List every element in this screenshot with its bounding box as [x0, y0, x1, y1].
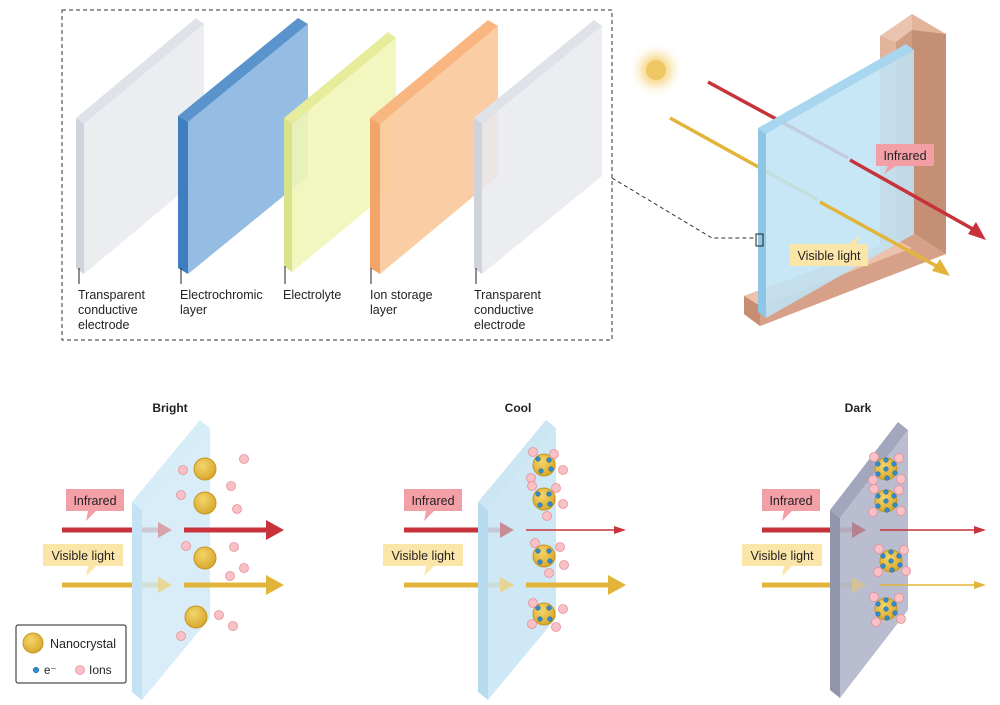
bright-glass — [142, 428, 210, 700]
dark-visible-tag: Visible light — [742, 544, 822, 576]
bright-visible-tag: Visible light — [43, 544, 123, 576]
cool-electrons — [535, 456, 554, 622]
layer-label-electrode-1: Transparent conductive electrode — [78, 288, 148, 332]
state-dark: Dark — [742, 401, 986, 698]
layer-stack-dashed-box — [61, 9, 613, 341]
bright-nanocrystals — [184, 457, 217, 629]
layer-electrolyte — [284, 32, 396, 272]
bright-ions — [176, 454, 249, 641]
window-infrared-arrow-out — [849, 158, 979, 234]
dark-ions — [868, 452, 911, 627]
zoom-inset-marker — [755, 233, 764, 247]
dark-infrared-tag: Infrared — [762, 489, 820, 521]
svg-text:Infrared: Infrared — [769, 494, 812, 508]
layer-leader-lines — [78, 266, 477, 284]
zoom-connector-line — [611, 177, 756, 239]
state-title: Bright — [152, 401, 187, 415]
cool-infrared-tag: Infrared — [404, 489, 462, 521]
svg-text:Infrared: Infrared — [73, 494, 116, 508]
layer-label-electrolyte: Electrolyte — [283, 288, 341, 302]
svg-text:Visible light: Visible light — [750, 549, 814, 563]
layer-electrode-2 — [474, 20, 602, 274]
window-visible-tag: Visible light — [790, 236, 868, 266]
window-infrared-tag: Infrared — [876, 144, 934, 174]
state-title: Dark — [845, 401, 872, 415]
sun-core — [646, 60, 666, 80]
window-illustration: Infrared Visible light — [628, 14, 986, 326]
electron-icon — [32, 666, 40, 674]
layer-label-ion-storage: Ion storage layer — [370, 288, 436, 317]
layer-electrode-1 — [76, 18, 204, 274]
layer-ion-storage — [370, 20, 498, 274]
cool-visible-tag: Visible light — [383, 544, 463, 576]
bright-infrared-tag: Infrared — [66, 489, 124, 521]
state-cool: Cool — [383, 401, 626, 700]
layer-label-electrode-2: Transparent conductive electrode — [474, 288, 544, 332]
svg-text:Infrared: Infrared — [411, 494, 454, 508]
state-bright: Bright — [43, 401, 284, 700]
ion-icon — [75, 665, 85, 675]
svg-text:Visible light: Visible light — [797, 249, 861, 263]
legend-nanocrystal-label: Nanocrystal — [50, 637, 116, 651]
state-title: Cool — [505, 401, 532, 415]
svg-text:Visible light: Visible light — [51, 549, 115, 563]
layer-stack-panel: Transparent conductive electrode Electro… — [61, 9, 756, 341]
window-visible-arrow-out — [819, 200, 941, 270]
svg-text:Infrared: Infrared — [883, 149, 926, 163]
cool-ions — [526, 447, 569, 632]
dark-electrons — [875, 457, 903, 621]
layer-electrochromic — [178, 18, 308, 274]
legend: Nanocrystal e⁻ Ions — [15, 624, 127, 684]
legend-ions-label: Ions — [89, 663, 112, 677]
legend-electron-label: e⁻ — [44, 665, 56, 677]
layer-label-electrochromic: Electrochromic layer — [180, 288, 266, 317]
nanocrystal-icon — [22, 632, 44, 654]
svg-text:Visible light: Visible light — [391, 549, 455, 563]
